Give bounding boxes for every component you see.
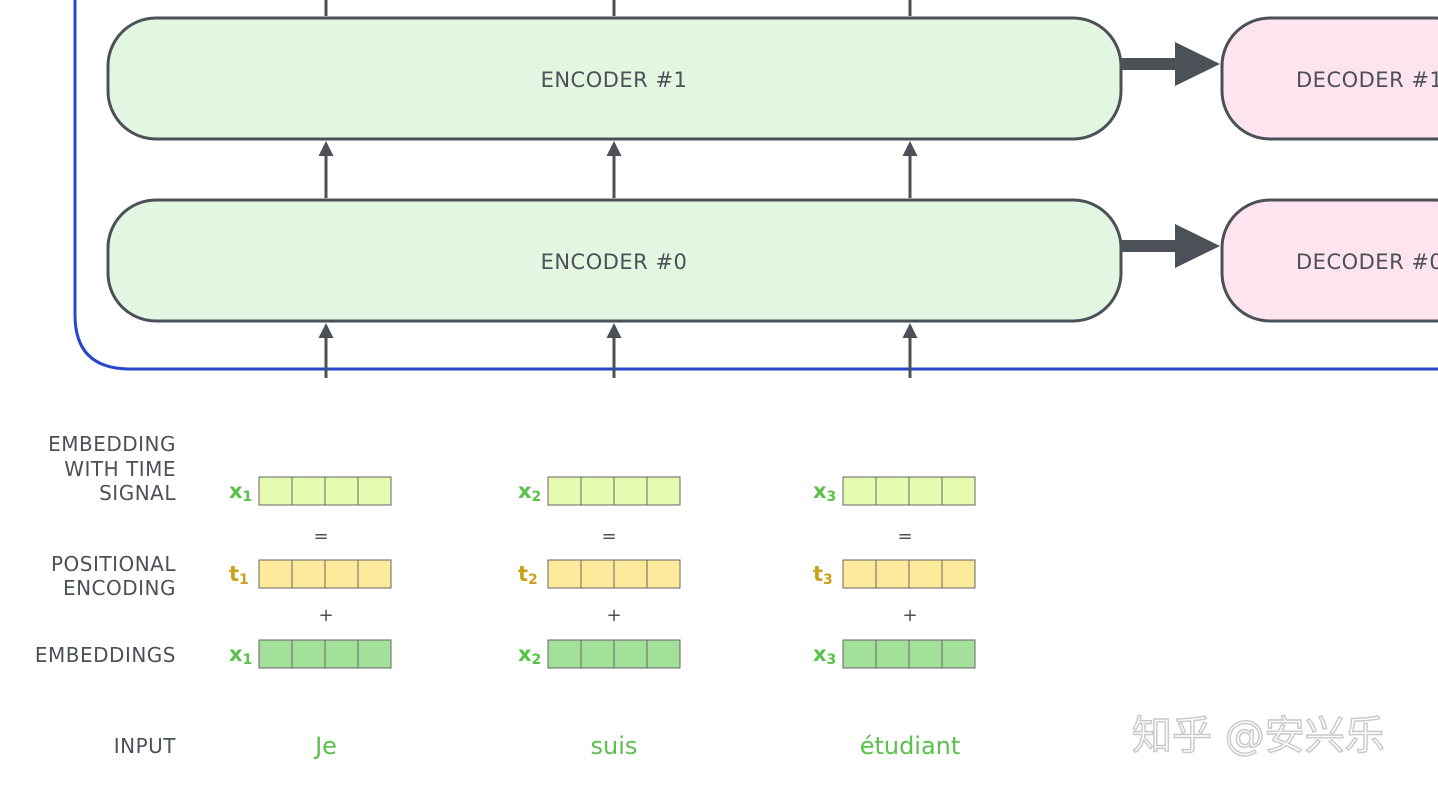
embedding-cell	[908, 639, 943, 669]
input-arrows	[318, 323, 918, 378]
equals-sign: =	[601, 526, 616, 547]
positional-cell	[547, 559, 582, 589]
time-signal-cell	[646, 476, 681, 506]
time-signal-cell	[842, 476, 877, 506]
embedding-cell	[324, 639, 359, 669]
input-word-3: étudiant	[860, 732, 961, 760]
positional-cell	[613, 559, 648, 589]
embedding-vector-3: x3	[813, 639, 976, 669]
positional-cell	[580, 559, 615, 589]
time-signal-cell	[547, 476, 582, 506]
time-signal-symbol-1: x1	[229, 479, 252, 505]
plus-sign: +	[902, 605, 917, 626]
label-embedding-with-time-signal-line-3: SIGNAL	[99, 481, 176, 505]
label-embeddings: EMBEDDINGS	[35, 643, 176, 667]
encoder-1-label: ENCODER #1	[541, 68, 688, 92]
embedding-cell	[941, 639, 976, 669]
positional-vector-2: t2	[518, 559, 681, 589]
time-signal-cell	[908, 476, 943, 506]
embedding-cell	[357, 639, 392, 669]
equals-sign: =	[897, 526, 912, 547]
embedding-cell	[875, 639, 910, 669]
encoder-1-to-decoder-1-arrow	[1121, 42, 1220, 86]
decoder-0-label: DECODER #0	[1296, 250, 1438, 274]
embedding-vector-2: x2	[518, 639, 681, 669]
time-signal-cell	[291, 476, 326, 506]
decoder-1-label: DECODER #1	[1296, 68, 1438, 92]
positional-vector-1: t1	[229, 559, 392, 589]
label-positional-encoding-line-2: ENCODING	[63, 576, 176, 600]
label-embedding-with-time-signal-line-1: EMBEDDING	[48, 432, 176, 456]
embedding-cell	[580, 639, 615, 669]
positional-cell	[258, 559, 293, 589]
positional-cell	[291, 559, 326, 589]
encoder-0-label: ENCODER #0	[541, 250, 688, 274]
decoder-1-block: DECODER #1	[1220, 16, 1438, 141]
input-word-1: Je	[313, 732, 337, 760]
label-positional-encoding-line-1: POSITIONAL	[51, 552, 176, 576]
positional-cell	[357, 559, 392, 589]
time-signal-cell	[580, 476, 615, 506]
time-signal-cell	[357, 476, 392, 506]
positional-cell	[875, 559, 910, 589]
positional-cell	[646, 559, 681, 589]
token-column-3: x3 t3 x3 = + étudiant	[813, 476, 976, 760]
time-signal-vector-1: x1	[229, 476, 392, 506]
embedding-cell	[646, 639, 681, 669]
embedding-cell	[547, 639, 582, 669]
time-signal-cell	[324, 476, 359, 506]
positional-cell	[324, 559, 359, 589]
embedding-symbol-3: x3	[813, 642, 836, 668]
time-signal-vector-2: x2	[518, 476, 681, 506]
encoder-1-block: ENCODER #1	[106, 16, 1123, 141]
embedding-cell	[291, 639, 326, 669]
embedding-cell	[613, 639, 648, 669]
positional-cell	[908, 559, 943, 589]
time-signal-cell	[613, 476, 648, 506]
positional-cell	[941, 559, 976, 589]
plus-sign: +	[606, 605, 621, 626]
equals-sign: =	[313, 526, 328, 547]
encoder-0-to-decoder-0-arrow	[1121, 224, 1220, 268]
decoder-0-block: DECODER #0	[1220, 198, 1438, 323]
positional-symbol-2: t2	[518, 562, 538, 588]
positional-vector-3: t3	[813, 559, 976, 589]
time-signal-cell	[941, 476, 976, 506]
positional-cell	[842, 559, 877, 589]
plus-sign: +	[318, 605, 333, 626]
embedding-symbol-2: x2	[518, 642, 541, 668]
positional-symbol-3: t3	[813, 562, 833, 588]
token-column-1: x1 t1 x1 = + Je	[229, 476, 392, 760]
embedding-cell	[258, 639, 293, 669]
time-signal-cell	[875, 476, 910, 506]
row-labels: EMBEDDING WITH TIME SIGNAL POSITIONAL EN…	[35, 432, 176, 758]
label-embedding-with-time-signal-line-2: WITH TIME	[64, 457, 176, 481]
encoder-0-to-1-arrows	[318, 141, 918, 198]
top-connectors	[324, 0, 912, 16]
embedding-vector-1: x1	[229, 639, 392, 669]
watermark: 知乎 @安兴乐	[1132, 713, 1385, 759]
embedding-cell	[842, 639, 877, 669]
input-word-2: suis	[591, 732, 638, 760]
encoder-stack-frame	[73, 0, 1438, 371]
time-signal-cell	[258, 476, 293, 506]
time-signal-vector-3: x3	[813, 476, 976, 506]
token-columns: x1 t1 x1 = + Je x2 t2 x2 = + suis x3 t3 x3 = + étudiant	[229, 476, 976, 760]
time-signal-symbol-2: x2	[518, 479, 541, 505]
time-signal-symbol-3: x3	[813, 479, 836, 505]
token-column-2: x2 t2 x2 = + suis	[518, 476, 681, 760]
encoder-0-block: ENCODER #0	[106, 198, 1123, 323]
label-input: INPUT	[114, 734, 177, 758]
positional-symbol-1: t1	[229, 562, 249, 588]
embedding-symbol-1: x1	[229, 642, 252, 668]
